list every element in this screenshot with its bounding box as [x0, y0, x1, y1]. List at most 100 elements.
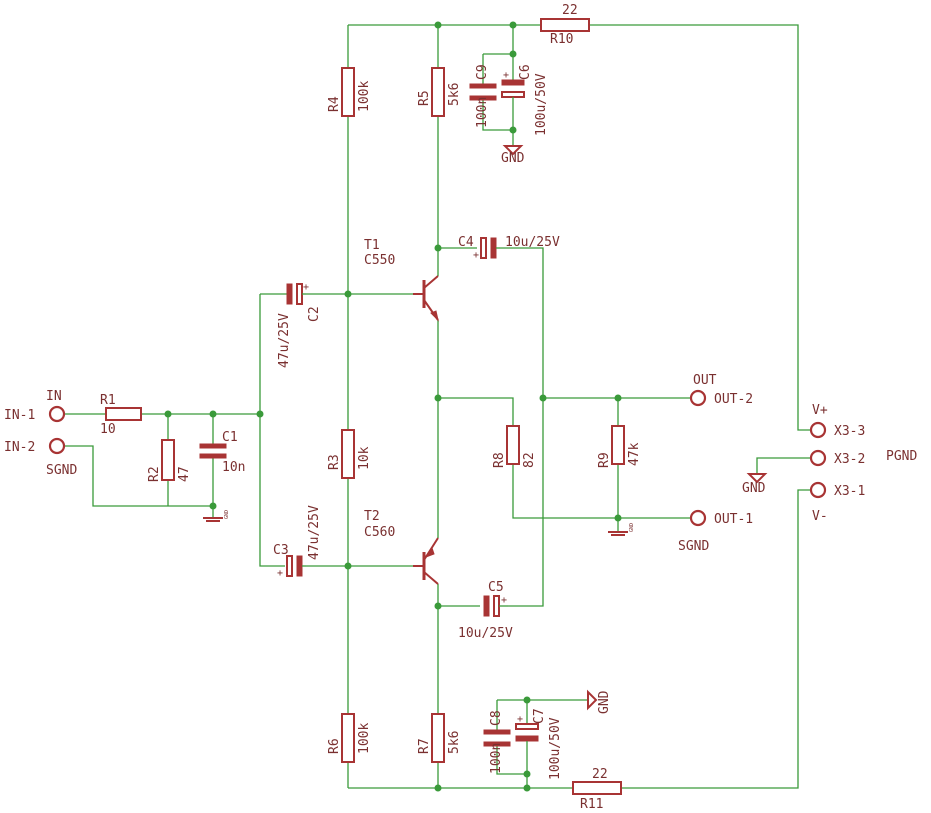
c2-plus: +: [303, 282, 309, 293]
c2-value: 47u/25V: [277, 313, 292, 368]
connector-out-2[interactable]: OUT-2: [689, 389, 753, 407]
label-sgnd-in: SGND: [46, 463, 77, 478]
junctions: [164, 21, 622, 792]
x32-label: X3-2: [834, 452, 865, 467]
gnd-symbol-pgnd: GND: [742, 473, 768, 496]
gnd-symbol-input: GND: [203, 510, 230, 522]
resistor-r7: R7 5k6: [417, 713, 462, 763]
c8-value: 100n: [489, 743, 504, 774]
r6-value: 100k: [357, 723, 372, 754]
wires: [64, 24, 810, 789]
r5-value: 5k6: [447, 83, 462, 106]
gnd-bottom-label: GND: [742, 481, 766, 496]
gnd-right-label: GND: [597, 690, 612, 714]
c4-name: C4: [458, 235, 474, 250]
c9-name: C9: [475, 64, 490, 80]
c3-value: 47u/25V: [307, 505, 322, 560]
capacitor-c1: C1 10n: [199, 430, 245, 475]
resistor-r8: R8 82: [492, 425, 537, 468]
resistor-r2: R2 47: [147, 439, 192, 482]
capacitor-c3: + C3 47u/25V: [273, 505, 322, 579]
resistor-r4: R4 100k: [327, 67, 372, 117]
capacitor-c4: + C4 10u/25V: [458, 235, 560, 261]
c7-value: 100u/50V: [548, 717, 563, 780]
label-vminus: V-: [812, 509, 828, 524]
c4-plus: +: [473, 250, 479, 261]
x31-label: X3-1: [834, 484, 865, 499]
capacitor-c6: + C6 100u/50V: [501, 64, 549, 136]
resistor-r11: R11 22: [572, 767, 622, 812]
net-labels: IN SGND OUT SGND V+ V- PGND: [46, 373, 917, 554]
r8-value: 82: [522, 452, 537, 468]
r8-name: R8: [492, 452, 507, 468]
gnd-small-label-1: GND: [224, 510, 230, 519]
connector-x3-3[interactable]: X3-3: [809, 421, 865, 439]
resistor-r5: R5 5k6: [417, 67, 462, 117]
out1-label: OUT-1: [714, 512, 753, 527]
r11-value: 22: [592, 767, 608, 782]
t1-name: T1: [364, 238, 380, 253]
gnd-symbol-output: GND: [608, 523, 635, 536]
resistor-r6: R6 100k: [327, 713, 372, 763]
r9-name: R9: [597, 452, 612, 468]
connector-in-2[interactable]: IN-2: [4, 437, 66, 455]
c5-value: 10u/25V: [458, 626, 513, 641]
connector-x3-1[interactable]: X3-1: [809, 481, 865, 499]
c3-plus: +: [277, 568, 283, 579]
connector-x3-2[interactable]: X3-2: [809, 449, 865, 467]
r5-name: R5: [417, 90, 432, 106]
resistor-r1: R1 10: [100, 393, 142, 437]
t1-value: C550: [364, 253, 395, 268]
connector-out-1[interactable]: OUT-1: [689, 509, 753, 527]
c3-name: C3: [273, 543, 289, 558]
r6-name: R6: [327, 738, 342, 754]
in1-label: IN-1: [4, 408, 35, 423]
connector-in-1[interactable]: IN-1: [4, 405, 66, 423]
r11-name: R11: [580, 797, 603, 812]
c8-name: C8: [489, 710, 504, 726]
c5-name: C5: [488, 580, 504, 595]
label-sgnd-out: SGND: [678, 539, 709, 554]
resistor-r9: R9 47k: [597, 425, 642, 468]
in2-label: IN-2: [4, 440, 35, 455]
r2-name: R2: [147, 466, 162, 482]
gnd-symbol-right: GND: [587, 689, 612, 714]
c6-value: 100u/50V: [534, 73, 549, 136]
c6-plus: +: [503, 70, 509, 81]
label-pgnd: PGND: [886, 449, 917, 464]
c9-value: 100n: [475, 97, 490, 128]
c7-plus: +: [517, 714, 523, 725]
label-out: OUT: [693, 373, 717, 388]
t2-name: T2: [364, 509, 380, 524]
r3-value: 10k: [357, 446, 372, 470]
r10-name: R10: [550, 32, 573, 47]
c2-name: C2: [307, 306, 322, 322]
capacitor-c9: C9 100n: [469, 64, 497, 128]
c6-name: C6: [518, 64, 533, 80]
gnd-top-label: GND: [501, 151, 525, 166]
r10-value: 22: [562, 3, 578, 18]
capacitor-c5: + C5 10u/25V: [458, 580, 513, 641]
r9-value: 47k: [627, 442, 642, 466]
c5-plus: +: [501, 595, 507, 606]
r4-name: R4: [327, 96, 342, 112]
r1-name: R1: [100, 393, 116, 408]
capacitor-c7: + C7 100u/50V: [515, 708, 563, 780]
out2-label: OUT-2: [714, 392, 753, 407]
label-in: IN: [46, 389, 62, 404]
transistor-t2: T2 C560: [364, 509, 439, 585]
c7-name: C7: [532, 708, 547, 724]
r7-value: 5k6: [447, 731, 462, 754]
transistor-t1: T1 C550: [364, 238, 439, 322]
t2-value: C560: [364, 525, 395, 540]
capacitor-c2: + C2 47u/25V: [277, 282, 322, 368]
resistor-r10: R10 22: [540, 3, 590, 47]
x33-label: X3-3: [834, 424, 865, 439]
resistor-r3: R3 10k: [327, 429, 372, 479]
label-vplus: V+: [812, 403, 828, 418]
gnd-small-label-2: GND: [629, 523, 635, 532]
capacitor-c8: C8 100n: [483, 710, 511, 774]
r4-value: 100k: [357, 81, 372, 112]
c4-value: 10u/25V: [505, 235, 560, 250]
